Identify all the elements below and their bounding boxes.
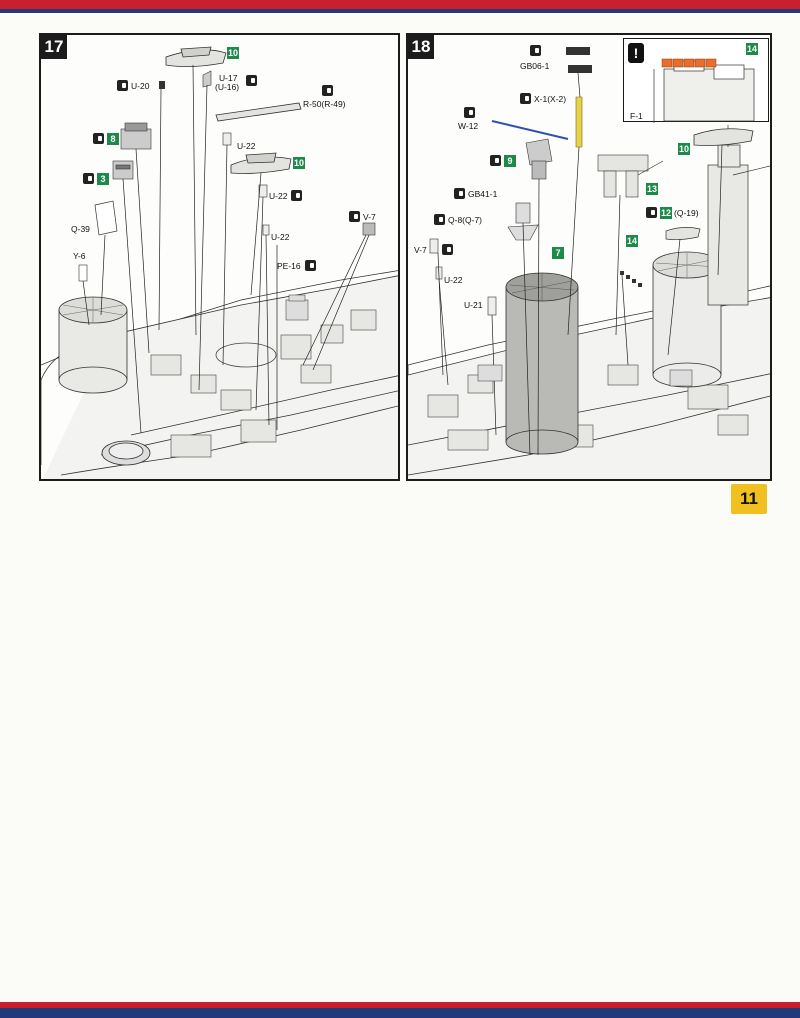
part-u21-label: U-21 (464, 300, 483, 310)
part-u17-label: U-17 (219, 73, 238, 83)
glue-icon (83, 173, 94, 184)
part-u22-label: U-22 (444, 275, 463, 285)
glue-icon (490, 155, 501, 166)
part-12-badge: 12 (660, 207, 672, 219)
part-gb411-label: GB41-1 (468, 189, 498, 199)
detail-inset: ! 14 F-1 (623, 38, 769, 123)
bottom-stripe (0, 496, 800, 1018)
part-8-badge: 8 (107, 133, 119, 145)
part-gb061-label: GB06-1 (520, 61, 550, 71)
glue-icon (530, 45, 541, 56)
glue-icon (442, 244, 453, 255)
top-white-line (0, 13, 800, 15)
part-w12-label: W-12 (458, 121, 479, 131)
top-red-band (0, 0, 800, 9)
part-v7-label: V-7 (363, 212, 376, 222)
part-7-badge: 7 (552, 247, 564, 259)
part-14-badge: 14 (626, 235, 638, 247)
glue-icon (291, 190, 302, 201)
part-10-badge: 10 (678, 143, 690, 155)
part-x1-label: X-1(X-2) (534, 94, 567, 104)
warning-icon: ! (628, 43, 644, 63)
glue-icon (117, 80, 128, 91)
glue-icon (434, 214, 445, 225)
part-v7-label: V-7 (414, 245, 427, 255)
part-13-badge: 13 (646, 183, 658, 195)
glue-icon (646, 207, 657, 218)
part-r50-label: R-50(R-49) (303, 99, 346, 109)
glue-icon (305, 260, 316, 271)
inset-drawing (653, 58, 755, 123)
glue-icon (464, 107, 475, 118)
glue-icon (93, 133, 104, 144)
part-q8-label: Q-8(Q-7) (448, 215, 482, 225)
glue-icon (454, 188, 465, 199)
part-u16-label: (U-16) (215, 82, 240, 92)
glue-icon (349, 211, 360, 222)
bottom-blue-band (0, 1008, 800, 1018)
top-blue-band (0, 9, 800, 13)
part-q39-label: Q-39 (71, 224, 90, 234)
step-17-panel: 17 (39, 33, 400, 481)
part-pe16-label: PE-16 (277, 261, 301, 271)
part-f1-label: F-1 (630, 111, 643, 121)
glue-icon (246, 75, 257, 86)
part-3-badge: 3 (97, 173, 109, 185)
part-q19-label: (Q-19) (674, 208, 699, 218)
step-number: 17 (41, 35, 67, 59)
page-number: 11 (731, 484, 767, 514)
part-14-badge: 14 (746, 43, 758, 55)
step-18-drawing (408, 47, 770, 479)
part-u22-label: U-22 (269, 191, 288, 201)
glue-icon (520, 93, 531, 104)
glue-icon (322, 85, 333, 96)
part-u20-label: U-20 (131, 81, 150, 91)
step-18-panel: 18 (406, 33, 772, 481)
top-stripe (0, 0, 800, 28)
part-9-badge: 9 (504, 155, 516, 167)
step-17-drawing (41, 46, 398, 479)
part-y6-label: Y-6 (73, 251, 86, 261)
part-u22-label: U-22 (271, 232, 290, 242)
part-10-badge: 10 (293, 157, 305, 169)
step-number: 18 (408, 35, 434, 59)
part-u22-label: U-22 (237, 141, 256, 151)
part-10-badge: 10 (227, 47, 239, 59)
